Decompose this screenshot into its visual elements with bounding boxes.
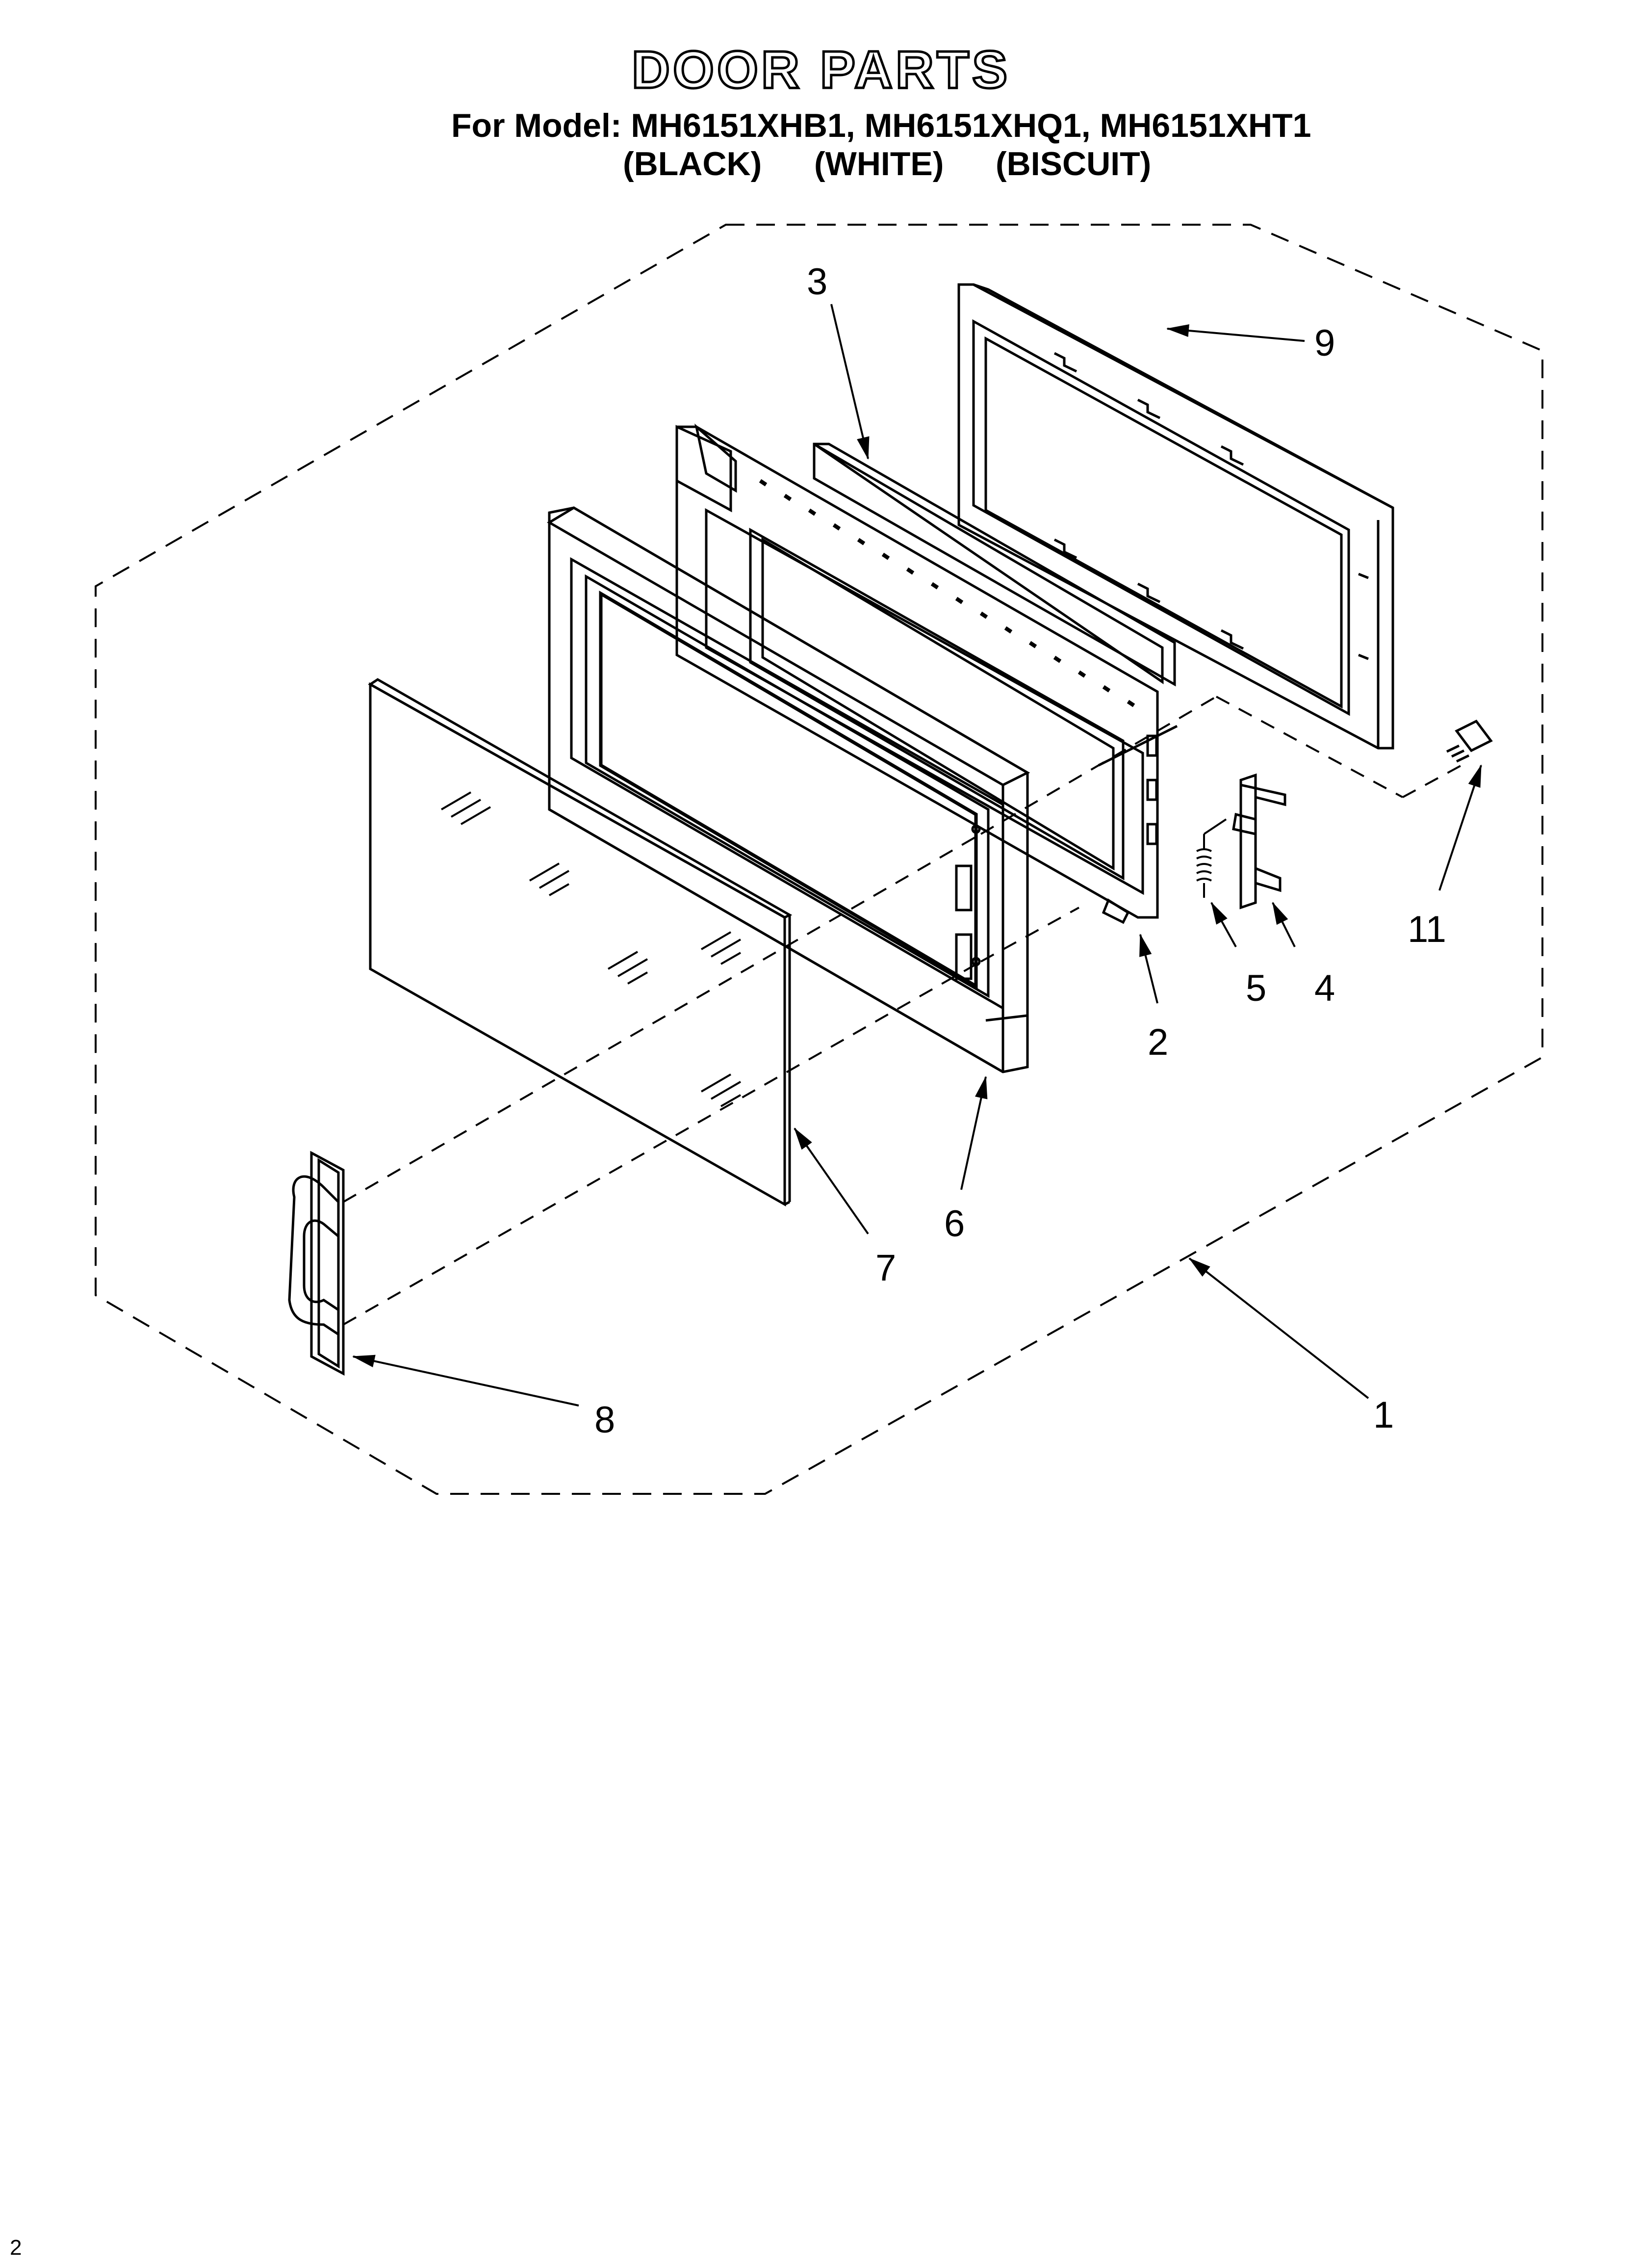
model-line: For Model: MH6151XHB1, MH6151XHQ1, MH615… (451, 107, 1311, 144)
leader-1 (1188, 1257, 1369, 1399)
inner-panel-part (813, 443, 1176, 687)
leader-4 (1272, 902, 1296, 947)
leader-5 (1210, 902, 1237, 947)
screw-part (1446, 719, 1493, 763)
callout-1: 1 (1373, 1394, 1394, 1436)
color-label-white: (WHITE) (814, 145, 944, 182)
callout-8: 8 (594, 1399, 615, 1441)
leader-lines (352, 304, 1482, 1407)
callout-5: 5 (1246, 967, 1266, 1009)
callout-9: 9 (1314, 322, 1335, 364)
latch-part (1232, 773, 1286, 910)
leader-2 (1139, 934, 1158, 1004)
choke-frame-part (957, 283, 1394, 750)
leader-8 (352, 1355, 579, 1407)
page-number: 2 (10, 2236, 22, 2260)
leader-9 (1166, 324, 1305, 342)
leader-7 (794, 1127, 869, 1235)
door-frame-part (547, 506, 1030, 1073)
assembly-dashed-outline (95, 224, 1543, 1495)
door-inner-frame-part (675, 423, 1178, 924)
color-label-biscuit: (BISCUIT) (996, 145, 1152, 182)
door-handle-part (288, 1150, 345, 1376)
callout-2: 2 (1148, 1021, 1168, 1063)
leader-6 (960, 1076, 988, 1190)
callout-11: 11 (1408, 909, 1446, 950)
callout-4: 4 (1314, 967, 1335, 1009)
callout-3: 3 (807, 261, 827, 303)
leader-11 (1438, 764, 1482, 891)
page-header: DOOR PARTS For Model: MH6151XHB1, MH6151… (0, 0, 1642, 196)
color-label-black: (BLACK) (623, 145, 762, 182)
spring-part (1196, 818, 1227, 898)
door-glass-part (368, 678, 793, 1207)
leader-3 (830, 304, 870, 460)
callout-6: 6 (944, 1203, 965, 1245)
alignment-lines (343, 696, 1462, 1326)
callout-7: 7 (875, 1247, 896, 1289)
page-title: DOOR PARTS (630, 40, 1011, 99)
